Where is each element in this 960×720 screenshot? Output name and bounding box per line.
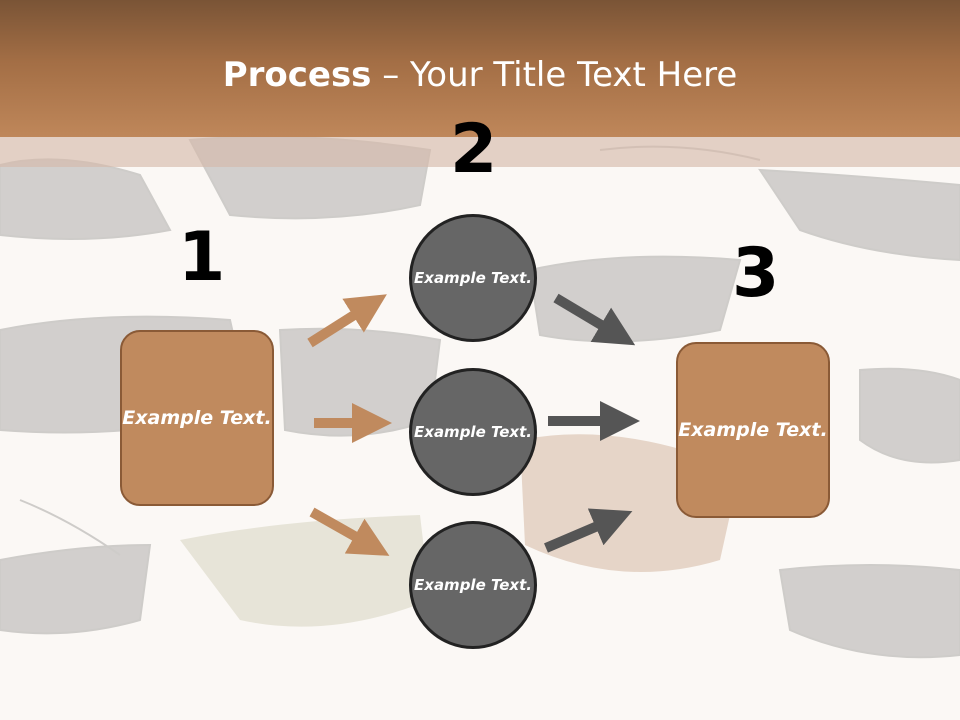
page-title: Process – Your Title Text Here bbox=[0, 52, 960, 98]
circle-middle-text: Example Text. bbox=[414, 422, 532, 441]
arrow-from-top-circle bbox=[553, 293, 636, 346]
output-box: Example Text. bbox=[676, 342, 830, 518]
input-box-text: Example Text. bbox=[122, 406, 272, 429]
circle-middle: Example Text. bbox=[409, 368, 537, 496]
title-bold: Process bbox=[222, 55, 372, 95]
title-bar bbox=[0, 0, 960, 137]
step-number-3: 3 bbox=[732, 234, 780, 313]
arrow-to-bottom-circle bbox=[309, 507, 390, 556]
title-rest: – Your Title Text Here bbox=[371, 55, 738, 95]
arrow-from-bottom-circle bbox=[544, 508, 633, 553]
output-box-text: Example Text. bbox=[678, 418, 828, 441]
circle-bottom-text: Example Text. bbox=[414, 575, 532, 594]
arrow-to-top-circle bbox=[307, 294, 387, 348]
circle-bottom: Example Text. bbox=[409, 521, 537, 649]
circle-top-text: Example Text. bbox=[414, 268, 532, 287]
step-number-2: 2 bbox=[450, 110, 498, 189]
circle-top: Example Text. bbox=[409, 214, 537, 342]
step-number-1: 1 bbox=[178, 218, 226, 297]
title-band bbox=[0, 137, 960, 167]
input-box: Example Text. bbox=[120, 330, 274, 506]
